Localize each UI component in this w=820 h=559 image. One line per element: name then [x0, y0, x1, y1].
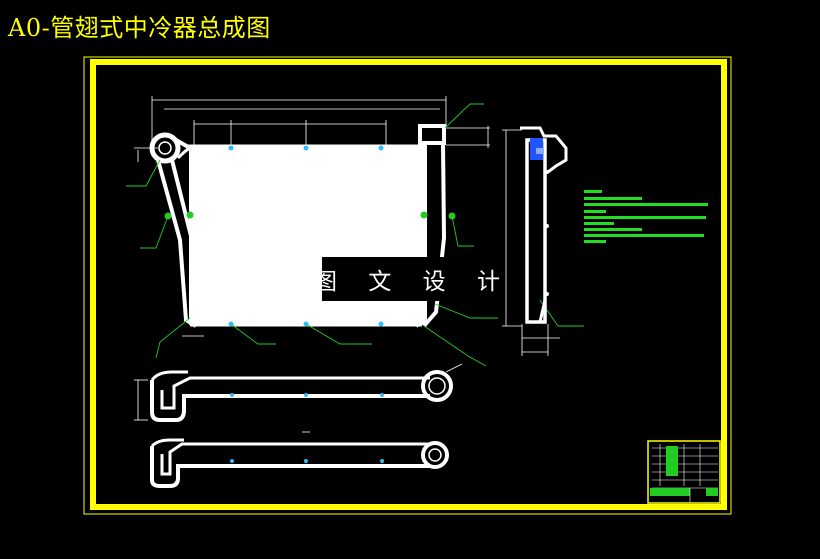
technical-notes — [584, 190, 708, 243]
side-profile — [525, 138, 547, 324]
drawing-title: A0-管翅式中冷器总成图 — [8, 14, 271, 42]
outer-border — [83, 56, 732, 515]
title-block — [647, 440, 721, 504]
bottom-section-view — [150, 431, 449, 488]
watermark-box: 图 文 设 计 — [314, 257, 500, 301]
side-tank-top — [520, 126, 568, 174]
watermark-text: 图 文 设 计 — [314, 269, 512, 295]
top-view-port — [421, 370, 453, 402]
top-section-view — [134, 363, 463, 422]
outlet-boss — [418, 124, 446, 145]
front-view — [126, 96, 584, 367]
drawing-frame — [90, 59, 727, 510]
side-view — [502, 126, 568, 356]
bottom-view-port — [421, 441, 449, 469]
